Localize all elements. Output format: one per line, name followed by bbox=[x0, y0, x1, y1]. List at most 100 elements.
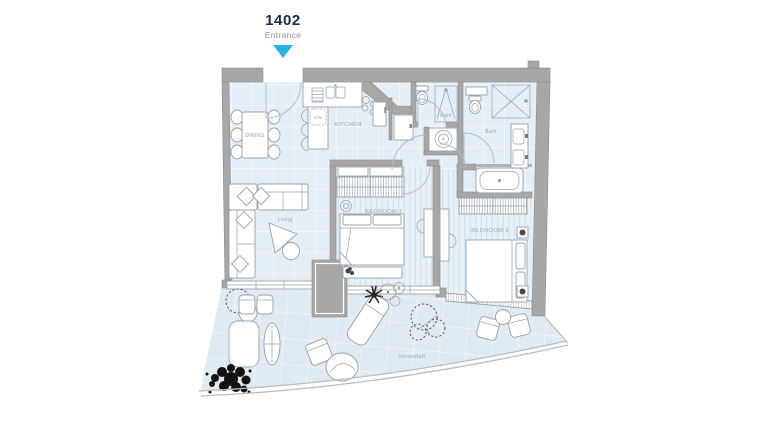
bedroom1-label: BEDROOM 1 bbox=[471, 228, 509, 234]
armchair-icon bbox=[228, 183, 258, 211]
tree-icon bbox=[409, 303, 446, 341]
hall-closet-wall bbox=[388, 97, 393, 141]
verandah-label: Verandah bbox=[398, 354, 425, 360]
tub-top-wall bbox=[476, 164, 532, 167]
walls bbox=[221, 60, 551, 317]
room-bath1: Bath bbox=[415, 85, 458, 152]
dining-chair bbox=[230, 144, 244, 160]
lounge-chair-icon bbox=[325, 352, 359, 382]
right-wall bbox=[531, 81, 551, 317]
bedroom2-label: BEDROOM 2 bbox=[365, 209, 403, 215]
washer-icon bbox=[428, 127, 458, 152]
outdoor-chair-icon bbox=[256, 294, 274, 315]
oval-table-icon bbox=[263, 322, 281, 366]
desk-icon bbox=[423, 208, 434, 258]
bed-icon bbox=[339, 213, 405, 266]
dining-label: DINING bbox=[245, 133, 264, 139]
bath2-label: Bath bbox=[485, 129, 497, 135]
bedroom1-door-arc bbox=[439, 143, 467, 171]
fridge-icon bbox=[372, 101, 387, 127]
dining-chair bbox=[267, 144, 281, 160]
room-bedroom2: BEDROOM 2 bbox=[336, 166, 434, 279]
bed-icon bbox=[465, 239, 528, 303]
wardrobe-icon bbox=[458, 197, 528, 215]
toilet-icon bbox=[468, 95, 482, 114]
structural-column bbox=[311, 259, 348, 318]
shelf bbox=[337, 166, 369, 177]
toilet-icon bbox=[415, 85, 429, 105]
room-living: Living bbox=[228, 183, 309, 279]
living-label: Living bbox=[278, 217, 293, 223]
top-wall-notch bbox=[527, 60, 540, 69]
round-table-icon bbox=[495, 309, 511, 325]
double-vanity-icon bbox=[510, 123, 529, 169]
dishwasher-label: DW bbox=[314, 115, 323, 120]
shower-icon bbox=[491, 84, 531, 119]
coffee-table-icon bbox=[268, 222, 298, 254]
outdoor-chair-icon bbox=[507, 313, 531, 338]
dining-chair bbox=[267, 127, 281, 143]
verandah-floor bbox=[200, 285, 566, 391]
bath1-door-arc bbox=[417, 98, 447, 128]
dining-chair bbox=[230, 109, 244, 125]
hall-door-arc bbox=[391, 134, 428, 171]
black-bush-icon bbox=[205, 364, 252, 394]
top-wall-left bbox=[221, 67, 264, 83]
kitchen-island bbox=[307, 106, 329, 150]
living-window bbox=[226, 280, 314, 290]
dining-table bbox=[241, 111, 269, 159]
room-kitchen: DW KITCHEN bbox=[301, 81, 414, 151]
bench-icon bbox=[342, 266, 403, 279]
verandah-railing bbox=[198, 340, 567, 392]
kitchen-sink-icon bbox=[325, 84, 346, 99]
planter-bench-icon bbox=[228, 320, 260, 368]
utility-bottom-wall bbox=[423, 150, 461, 156]
kitchen-label: KITCHEN bbox=[334, 122, 362, 128]
hall-closet bbox=[393, 114, 414, 141]
door-swings bbox=[265, 82, 495, 195]
bedroom2-top-wall bbox=[329, 159, 403, 167]
potted-plants-icon bbox=[379, 282, 405, 307]
outdoor-chair-icon bbox=[305, 338, 333, 366]
room-bath2: Bath bbox=[465, 84, 531, 194]
dark-plant-icon bbox=[364, 285, 384, 304]
nightstand-icon bbox=[516, 226, 529, 239]
shower-icon bbox=[434, 85, 458, 123]
bedroom2-top-wall-stub bbox=[426, 159, 440, 167]
bathtub-icon bbox=[475, 167, 524, 194]
bedroom-divider-wall bbox=[432, 165, 441, 294]
sofa-icon bbox=[251, 183, 309, 211]
side-table-icon bbox=[282, 242, 300, 260]
utility-left-wall bbox=[423, 126, 430, 155]
bath1-label: Bath bbox=[440, 113, 452, 119]
entrance-label: Entrance bbox=[264, 30, 302, 40]
bedroom2-left-wall bbox=[329, 165, 337, 268]
outdoor-chair-icon bbox=[238, 294, 256, 315]
bedroom2-door-arc bbox=[401, 165, 431, 195]
bar-stools bbox=[301, 109, 309, 151]
top-wall-right bbox=[302, 67, 551, 83]
desk-chair-icon bbox=[416, 218, 425, 234]
unit-number: 1402 bbox=[265, 12, 301, 29]
desk-chair-icon bbox=[448, 233, 457, 249]
dining-chair bbox=[230, 127, 244, 143]
sun-lounger-icon bbox=[346, 294, 390, 346]
entrance-door-arc bbox=[265, 82, 302, 119]
outdoor-chair-icon bbox=[476, 316, 501, 341]
stove-grate-icon bbox=[311, 87, 324, 103]
entrance-arrow-icon bbox=[273, 45, 293, 58]
verandah-railing-outer bbox=[200, 344, 569, 397]
room-bedroom1: BEDROOM 1 bbox=[439, 197, 529, 303]
bath2-door-arc bbox=[463, 132, 495, 164]
wardrobe-icon bbox=[336, 176, 405, 198]
ceiling-light-icon bbox=[340, 200, 352, 212]
bath2-shelf bbox=[465, 86, 488, 96]
shelf bbox=[369, 166, 404, 177]
l-sofa-icon bbox=[228, 209, 256, 279]
desk-icon bbox=[439, 208, 450, 262]
verandah: Verandah bbox=[198, 282, 569, 397]
nightstand-icon bbox=[516, 285, 529, 298]
dishwasher-box bbox=[309, 108, 327, 126]
